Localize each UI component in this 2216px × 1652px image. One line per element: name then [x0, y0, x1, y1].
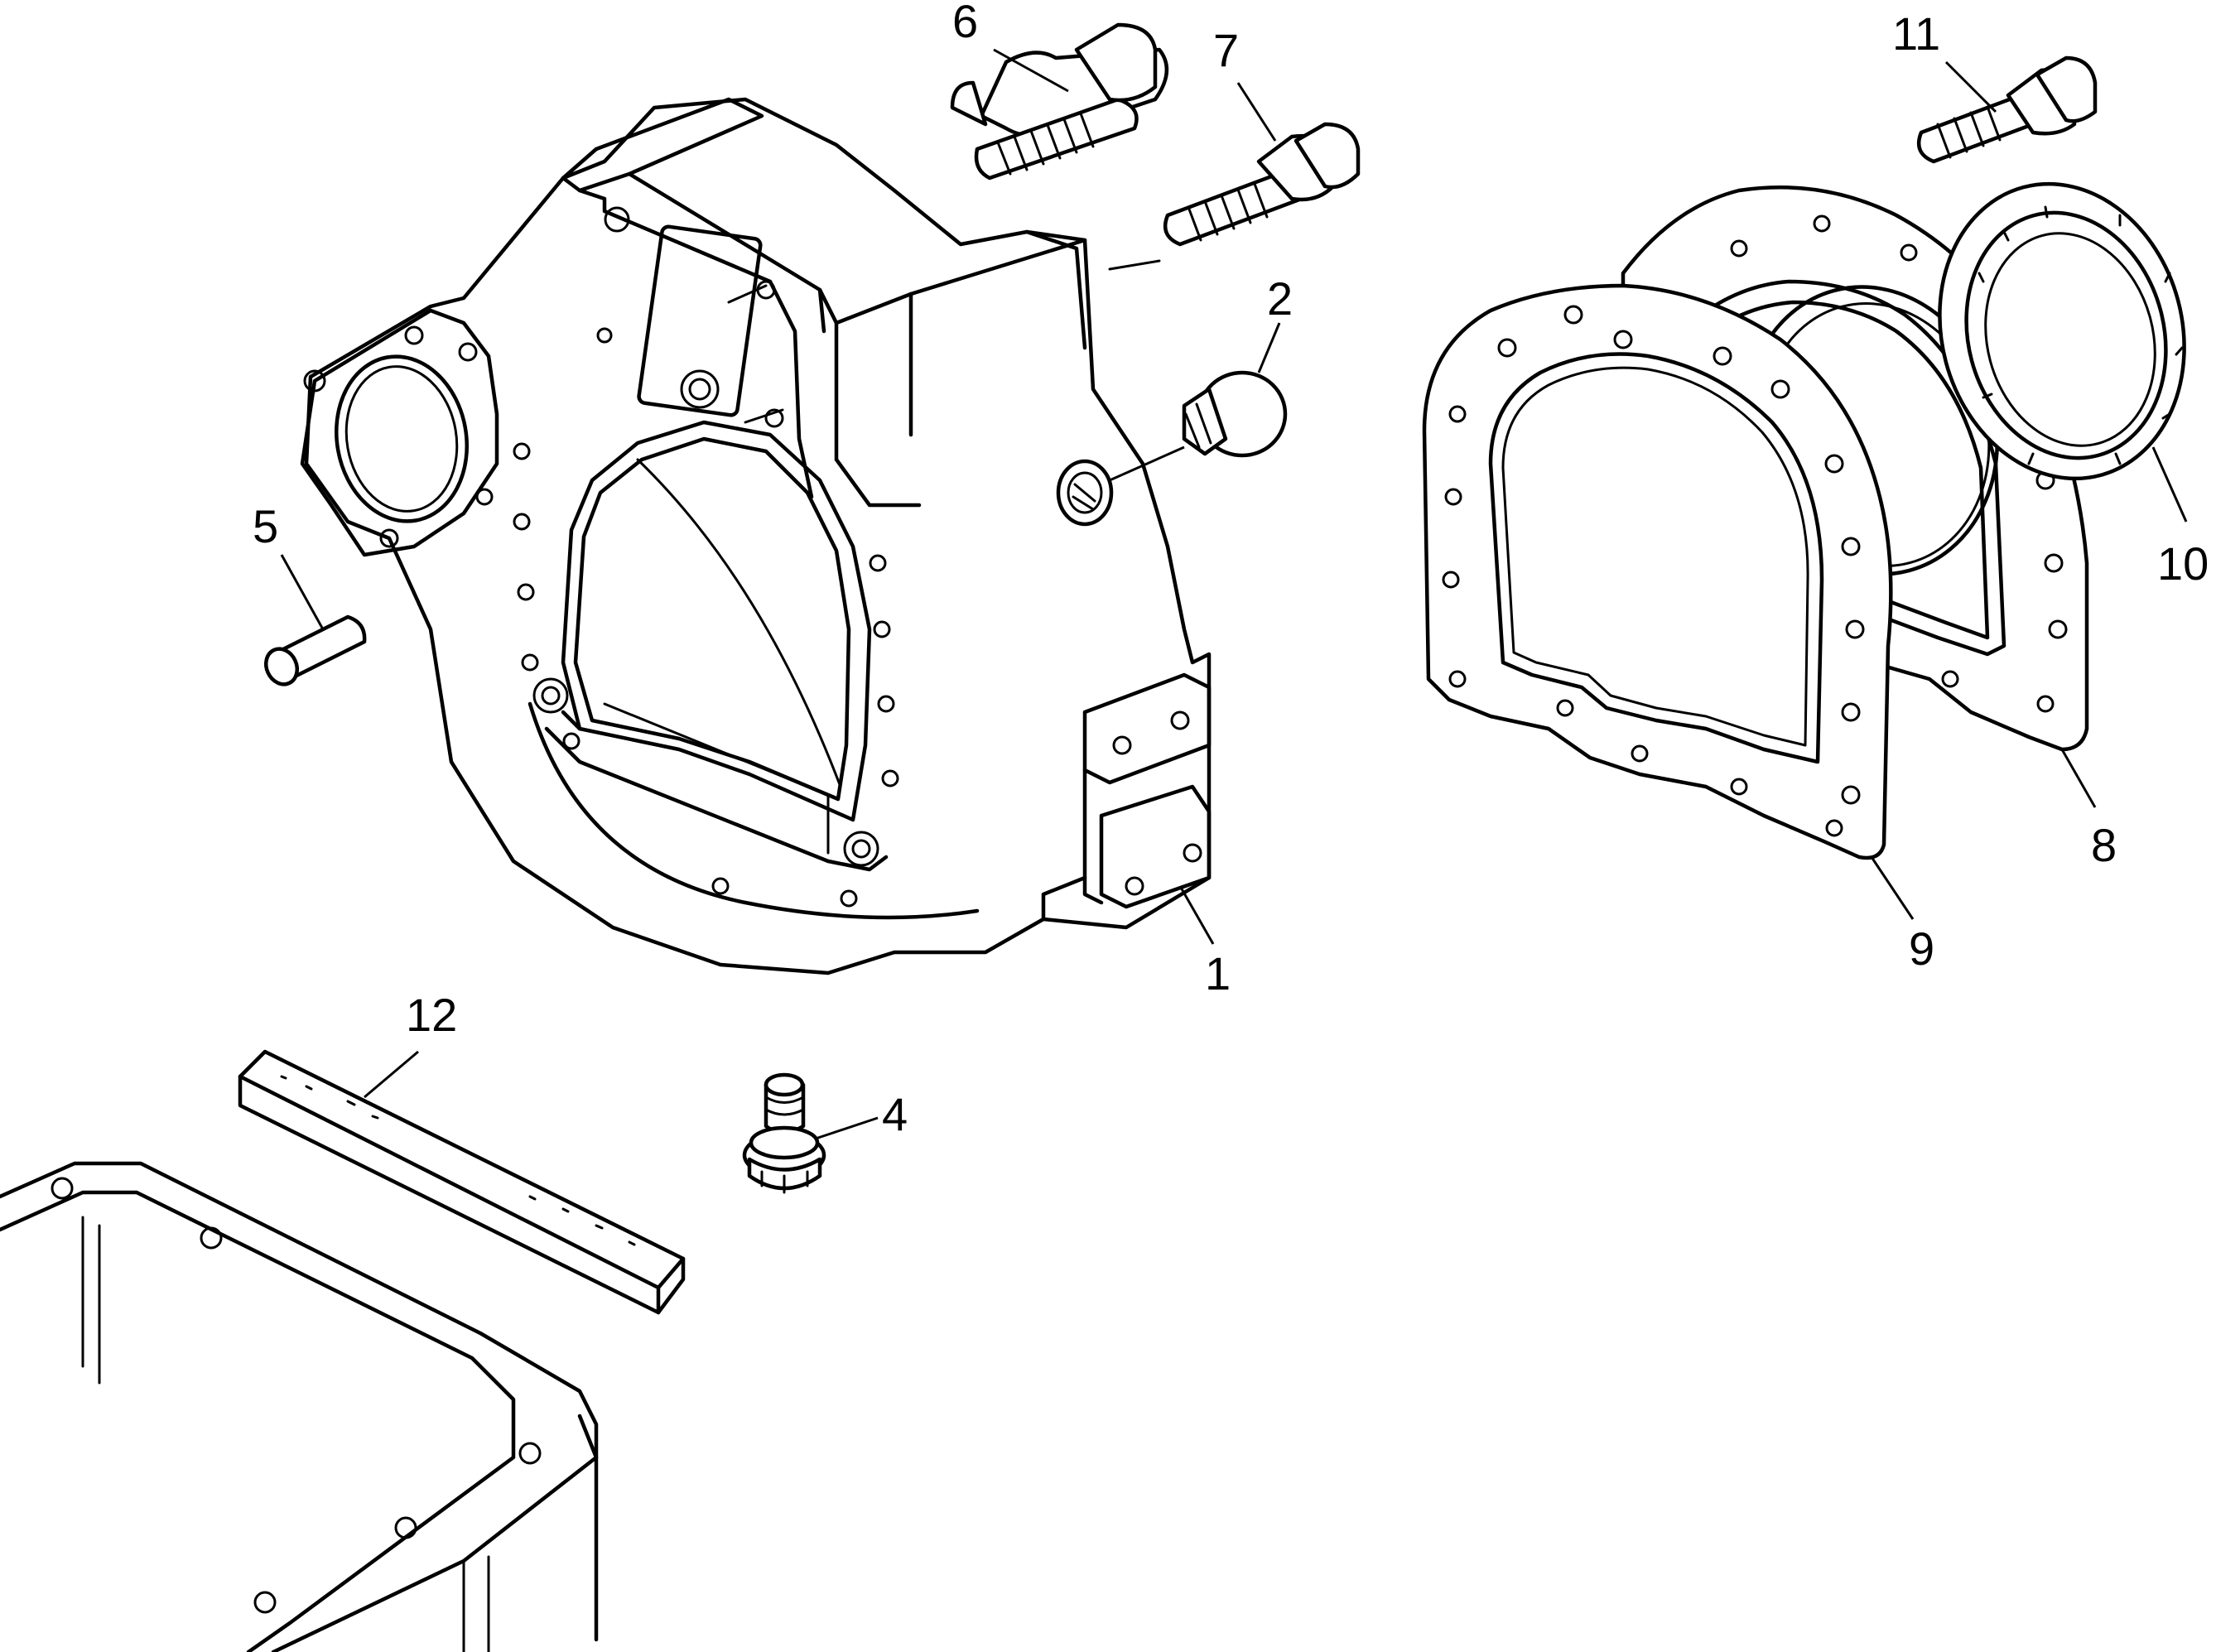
callout-6: 6 — [952, 0, 978, 47]
sealing-strip-part — [238, 1049, 686, 1315]
callout-11: 11 — [1892, 7, 1940, 60]
callout-1: 1 — [1205, 947, 1231, 999]
callout-2: 2 — [1267, 272, 1293, 325]
callout-4: 4 — [882, 1088, 908, 1140]
callout-12: 12 — [406, 989, 457, 1041]
oil-pan-part — [0, 1161, 599, 1652]
oil-seal-part — [1938, 181, 2188, 523]
dowel-pin-part — [263, 554, 367, 686]
callout-8: 8 — [2091, 819, 2117, 871]
bolt-6-part — [950, 22, 1169, 181]
bolt-7-part — [1163, 82, 1361, 247]
callout-5: 5 — [253, 500, 278, 552]
drain-bolt-part — [742, 1072, 879, 1194]
gasket-part — [1422, 283, 1915, 920]
callout-9: 9 — [1909, 922, 1934, 975]
flywheel-housing-part — [300, 97, 1212, 975]
callout-7: 7 — [1213, 24, 1239, 76]
plug-part — [1109, 370, 1288, 482]
bolt-11-part — [1916, 55, 2098, 164]
callout-10: 10 — [2157, 537, 2209, 590]
